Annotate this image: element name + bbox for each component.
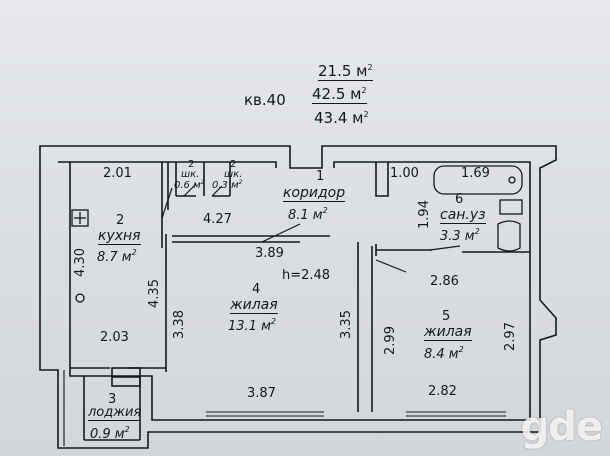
- ceiling-height: h=2.48: [282, 268, 331, 283]
- closet1-name: шк.: [181, 169, 200, 180]
- stove-icon: [71, 209, 89, 227]
- wall-bath-bottom: [375, 244, 530, 256]
- area-total-with-loggia: 43.4 м2: [314, 109, 369, 127]
- closet-walls: [175, 162, 231, 197]
- wall-room4-room5: [357, 242, 373, 412]
- kitchen-area: 8.7 м2: [97, 248, 137, 265]
- closet2-area: 0.3 м2: [212, 179, 243, 191]
- room4-name: жилая: [230, 297, 278, 314]
- dim-bath-top: 1.69: [461, 166, 490, 181]
- bath-name: сан.уз: [440, 207, 486, 224]
- closet2-number: 2: [230, 159, 237, 170]
- dim-room5-left: 2.99: [382, 326, 398, 355]
- dim-kitchen-left: 4.30: [72, 248, 88, 277]
- dim-bath-left-top: 1.00: [390, 166, 419, 181]
- dim-room5-bottom: 2.82: [428, 384, 457, 399]
- corridor-area: 8.1 м2: [288, 206, 328, 223]
- sink-icon: [75, 293, 85, 303]
- loggia-area: 0.9 м2: [90, 425, 130, 442]
- corridor-name: коридор: [283, 185, 346, 202]
- washbasin-icon: [499, 199, 523, 215]
- dim-room4-left: 3.38: [171, 310, 187, 339]
- toilet-icon: [497, 220, 521, 252]
- closet1-area: 0.6 м2: [174, 179, 205, 191]
- door-room5: [375, 259, 407, 273]
- door-room4: [261, 223, 301, 243]
- dim-room4-top: 3.89: [255, 246, 284, 261]
- wall-room4-top: [172, 235, 330, 243]
- bath-number: 6: [455, 192, 464, 207]
- door-closet2: [211, 185, 223, 197]
- dim-kitchen-top: 2.01: [103, 166, 132, 181]
- kitchen-name: кухня: [98, 228, 141, 245]
- door-kitchen: [161, 187, 173, 219]
- room5-number: 5: [442, 309, 451, 324]
- wall-kitchen-corridor: [161, 162, 169, 372]
- door-closet1: [183, 183, 197, 197]
- dim-room4-right: 3.35: [338, 310, 354, 339]
- room5-name: жилая: [424, 324, 472, 341]
- dim-room5-right: 2.97: [502, 322, 518, 351]
- dim-room4-bottom: 3.87: [247, 386, 276, 401]
- area-living-total: 21.5 м2: [318, 62, 373, 81]
- dim-kitchen-bottom: 2.03: [100, 330, 129, 345]
- room5-area: 8.4 м2: [424, 345, 464, 362]
- dim-bath-vertical: 1.94: [416, 200, 432, 229]
- door-bath: [429, 245, 461, 251]
- outer-wall: [39, 145, 557, 449]
- dim-kitchen-right: 4.35: [146, 279, 162, 308]
- corridor-number: 1: [316, 169, 325, 184]
- loggia-number: 3: [108, 392, 117, 407]
- window-room4: [206, 411, 324, 421]
- room4-area: 13.1 м2: [228, 317, 276, 334]
- closet1-number: 2: [188, 159, 195, 170]
- bathtub-icon: [433, 165, 523, 195]
- loggia-name: лоджия: [88, 405, 142, 421]
- closet2-name: шк.: [224, 169, 243, 180]
- bath-area: 3.3 м2: [440, 227, 480, 244]
- room4-number: 4: [252, 282, 261, 297]
- area-total: 42.5 м2: [312, 85, 367, 104]
- wall-corridor-bath: [375, 162, 389, 197]
- window-room5: [406, 411, 506, 421]
- apartment-number: кв.40: [244, 91, 286, 109]
- dim-room5-top: 2.86: [430, 274, 459, 289]
- kitchen-number: 2: [116, 213, 125, 228]
- watermark-logo: gde: [520, 404, 603, 450]
- dim-corridor-width: 4.27: [203, 212, 232, 227]
